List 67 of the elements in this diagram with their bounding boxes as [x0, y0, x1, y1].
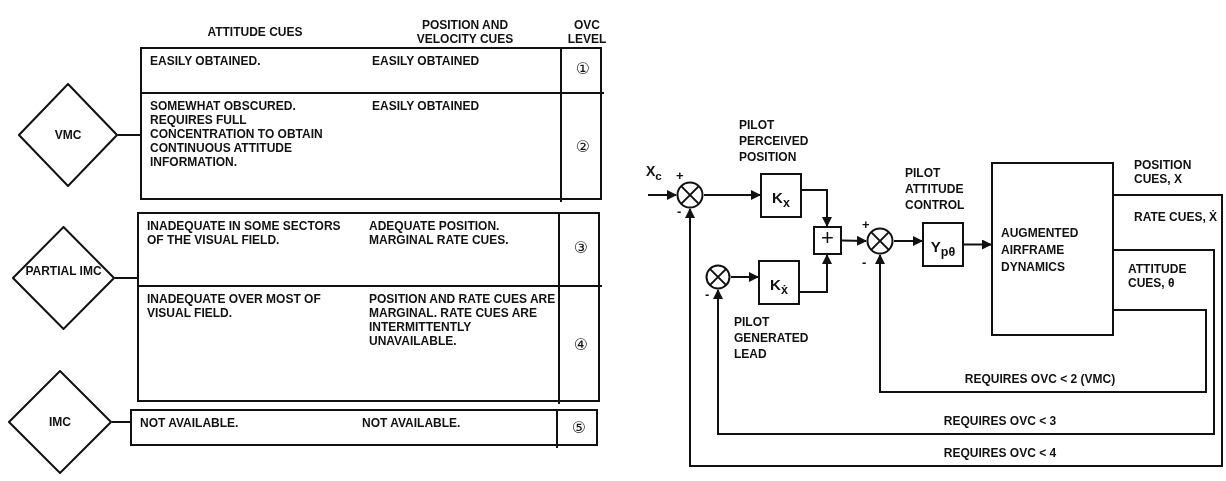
sign-label: - [677, 205, 683, 219]
summing-junction [676, 181, 704, 209]
input-label: X$_{c}$ [646, 164, 663, 183]
arrow [799, 254, 832, 293]
table-cell-text: ADEQUATE POSITION. MARGINAL RATE CUES. [369, 219, 510, 247]
table-row [139, 285, 602, 404]
process-box [991, 162, 1114, 336]
decision-diamond [12, 226, 115, 330]
table-group-box [140, 47, 602, 200]
arrow [875, 254, 1207, 393]
table-cell-text: NOT AVAILABLE. [362, 416, 462, 430]
node-label: PARTIAL IMC [24, 264, 103, 278]
decision-diamond [8, 370, 112, 474]
table-cell-text: EASILY OBTAINED. [150, 54, 262, 68]
signal-label: ATTITUDE CUES, θ [1128, 262, 1188, 290]
arrow [730, 272, 759, 282]
block-caption: PILOT ATTITUDE CONTROL [905, 165, 966, 213]
summing-box [813, 226, 842, 255]
table-cell-text: INADEQUATE OVER MOST OF VISUAL FIELD. [147, 292, 322, 320]
arrow [685, 194, 1223, 467]
arrow [893, 236, 923, 246]
sign-label: - [705, 288, 711, 302]
decision-diamond [18, 83, 118, 187]
sign-label: + [676, 169, 685, 183]
node-label: AUGMENTED AIRFRAME DYNAMICS [1001, 225, 1080, 276]
connector-line [117, 134, 141, 136]
connector-line [114, 277, 138, 279]
column-header: OVC LEVEL [566, 18, 608, 46]
edge-label: REQUIRES OVC < 4 [941, 446, 1059, 460]
block-caption: PILOT PERCEIVED POSITION [739, 117, 810, 165]
table-group-box [137, 212, 600, 402]
table-cell-text: ② [574, 140, 592, 154]
table-cell-text: ① [574, 61, 592, 76]
column-header: ATTITUDE CUES [206, 25, 304, 39]
edge-label: REQUIRES OVC < 2 (VMC) [962, 372, 1118, 386]
table-cell-text: POSITION AND RATE CUES ARE MARGINAL. RATE CUES ARE INTERMITTENTLY UNAVAILABLE. [369, 292, 557, 348]
table-cell-text: ③ [572, 240, 590, 255]
sign-label: - [862, 256, 868, 270]
node-label: VMC [53, 128, 83, 142]
arrow [647, 190, 677, 200]
arrow [841, 235, 867, 246]
arrow [801, 189, 832, 227]
signal-label: RATE CUES, Ẋ [1134, 210, 1219, 224]
table-cell-text: ⑤ [570, 420, 588, 435]
node-label: K$_{x}$ [771, 187, 791, 212]
arrow [963, 239, 992, 250]
table-cell-text: INADEQUATE IN SOME SECTORS OF THE VISUAL FIELD. [147, 219, 342, 247]
table-row [142, 92, 604, 202]
node-label: Y$_{pθ}$ [929, 236, 957, 261]
connector-line [111, 421, 131, 423]
arrow [713, 249, 1215, 435]
arrow [703, 190, 761, 200]
summing-junction [705, 264, 731, 290]
column-header: POSITION AND VELOCITY CUES [415, 18, 515, 46]
signal-label: POSITION CUES, X [1134, 158, 1193, 186]
table-cell-text: SOMEWHAT OBSCURED. REQUIRES FULL CONCENTRATION TO OBTAIN CONTINUOUS ATTITUDE INFORMATION. [150, 99, 324, 169]
node-label: + [820, 226, 835, 250]
node-label: K$_{ẋ}$ [769, 274, 789, 299]
block-caption: PILOT GENERATED LEAD [734, 314, 810, 362]
edge-label: REQUIRES OVC < 3 [941, 414, 1059, 428]
table-cell-text: EASILY OBTAINED [372, 99, 481, 113]
sign-label: + [862, 218, 871, 232]
table-cell-text: NOT AVAILABLE. [140, 416, 240, 430]
summing-junction [866, 227, 894, 255]
node-label: IMC [48, 415, 72, 429]
table-cell-text: EASILY OBTAINED [372, 54, 481, 68]
table-cell-text: ④ [572, 337, 590, 352]
